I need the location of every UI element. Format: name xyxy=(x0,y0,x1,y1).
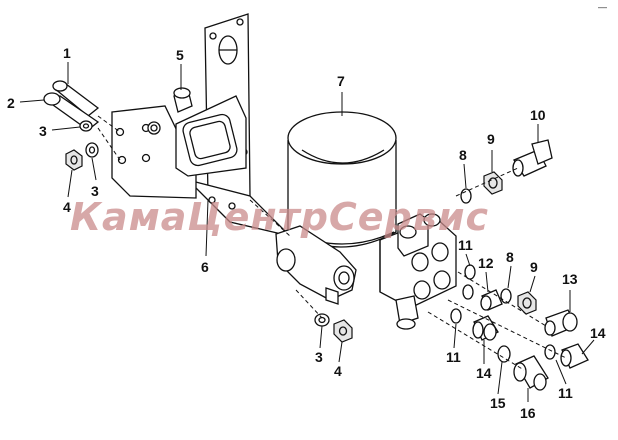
label-part-14-right: 14 xyxy=(590,325,606,341)
bolt-1 xyxy=(52,80,100,117)
leader-lines xyxy=(19,62,595,402)
nut-4-bottom xyxy=(333,319,353,343)
washer-3-upper xyxy=(79,120,93,132)
valve-body xyxy=(275,213,457,330)
label-part-3-upper: 3 xyxy=(39,123,47,139)
label-part-3-left: 3 xyxy=(91,183,99,199)
label-part-8-upper: 8 xyxy=(459,147,467,163)
nut-9-lower xyxy=(517,291,537,315)
air-dryer-cartridge xyxy=(287,111,397,248)
label-part-9-lower: 9 xyxy=(530,259,538,275)
label-part-9-upper: 9 xyxy=(487,131,495,147)
o-ring-11-mid xyxy=(462,284,474,300)
washer-3-lower xyxy=(85,142,99,158)
bolt-5 xyxy=(173,87,193,113)
label-part-8-lower: 8 xyxy=(506,249,514,265)
assembly-axis-lines xyxy=(97,115,567,371)
watermark-text: КамаЦентрСервис xyxy=(70,195,489,239)
o-ring-11-lower-right xyxy=(544,344,556,360)
label-part-3-bottom: 3 xyxy=(315,349,323,365)
label-part-11-upper: 11 xyxy=(458,237,473,253)
label-part-2: 2 xyxy=(7,95,15,111)
mounting-bracket xyxy=(111,13,293,238)
connector-14-right xyxy=(560,343,589,369)
label-part-10: 10 xyxy=(530,107,546,123)
label-part-1: 1 xyxy=(63,45,71,61)
o-ring-15 xyxy=(497,345,511,363)
part-labels: 1 2 3 4 3 5 6 7 8 9 10 11 12 8 9 13 14 1… xyxy=(7,45,606,421)
o-ring-8-lower xyxy=(500,288,512,304)
washer-3-bottom xyxy=(314,313,330,327)
corner-mark: — xyxy=(598,2,607,12)
connector-14-left xyxy=(472,315,499,341)
label-part-11-lower-left: 11 xyxy=(446,349,461,365)
plug-12 xyxy=(480,289,503,311)
label-part-16: 16 xyxy=(520,405,536,421)
label-part-13: 13 xyxy=(562,271,578,287)
label-part-4-left: 4 xyxy=(63,199,71,215)
nut-4-upper xyxy=(65,149,83,171)
label-part-7: 7 xyxy=(337,73,345,89)
connector-16 xyxy=(513,355,549,391)
label-part-14-left: 14 xyxy=(476,365,492,381)
label-part-6: 6 xyxy=(201,259,209,275)
elbow-fitting-13 xyxy=(544,309,578,337)
nut-9-upper xyxy=(483,171,503,195)
o-ring-11-lower-left xyxy=(450,308,462,324)
label-part-11-lower-right: 11 xyxy=(558,385,573,401)
label-part-4-bottom: 4 xyxy=(334,363,342,379)
label-part-5: 5 xyxy=(176,47,184,63)
label-part-15: 15 xyxy=(490,395,506,411)
elbow-fitting-10 xyxy=(512,139,553,177)
label-part-12: 12 xyxy=(478,255,494,271)
